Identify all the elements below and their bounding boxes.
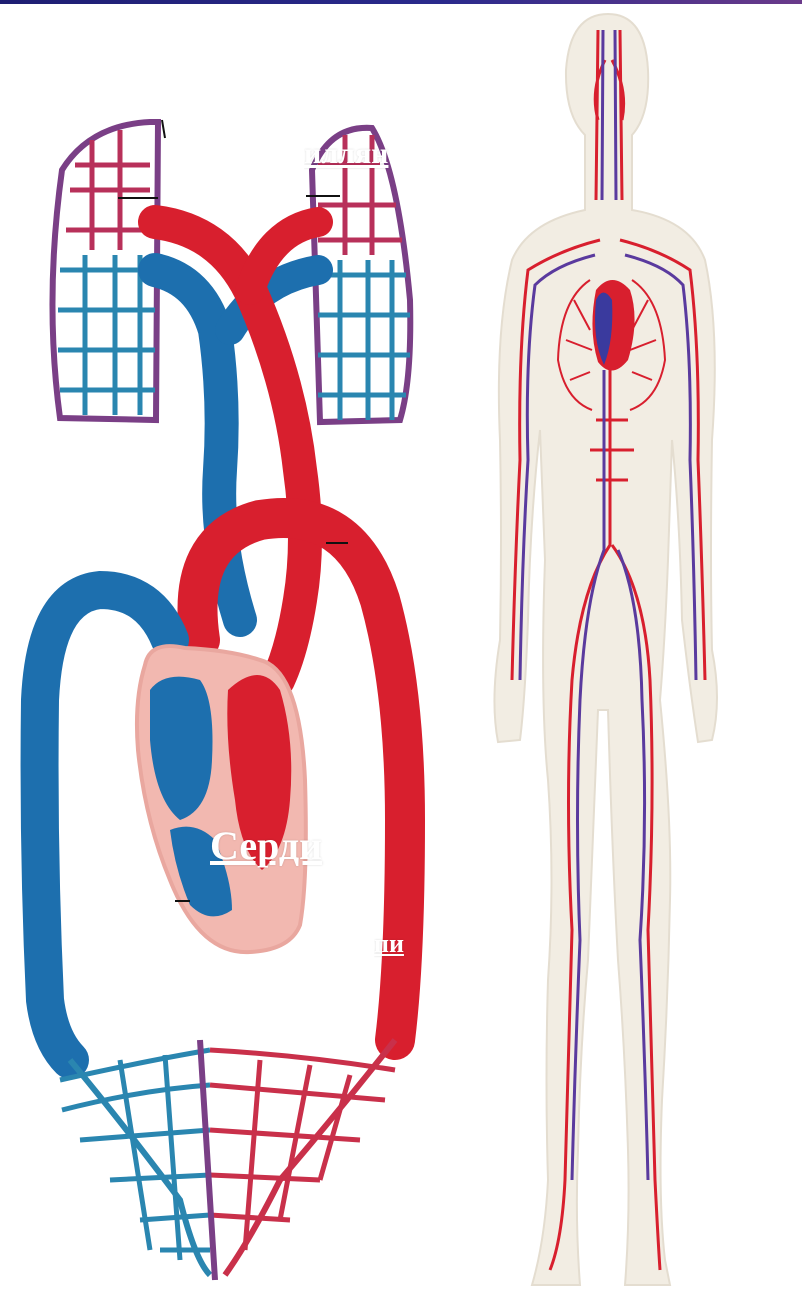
capillaries-label-top: иллян (304, 134, 396, 178)
human-figure (494, 14, 717, 1285)
heart-label: Серди (210, 822, 342, 872)
systemic-capillaries (60, 1040, 395, 1280)
capillaries-label-bottom: пи (374, 928, 438, 962)
heart (137, 646, 306, 952)
